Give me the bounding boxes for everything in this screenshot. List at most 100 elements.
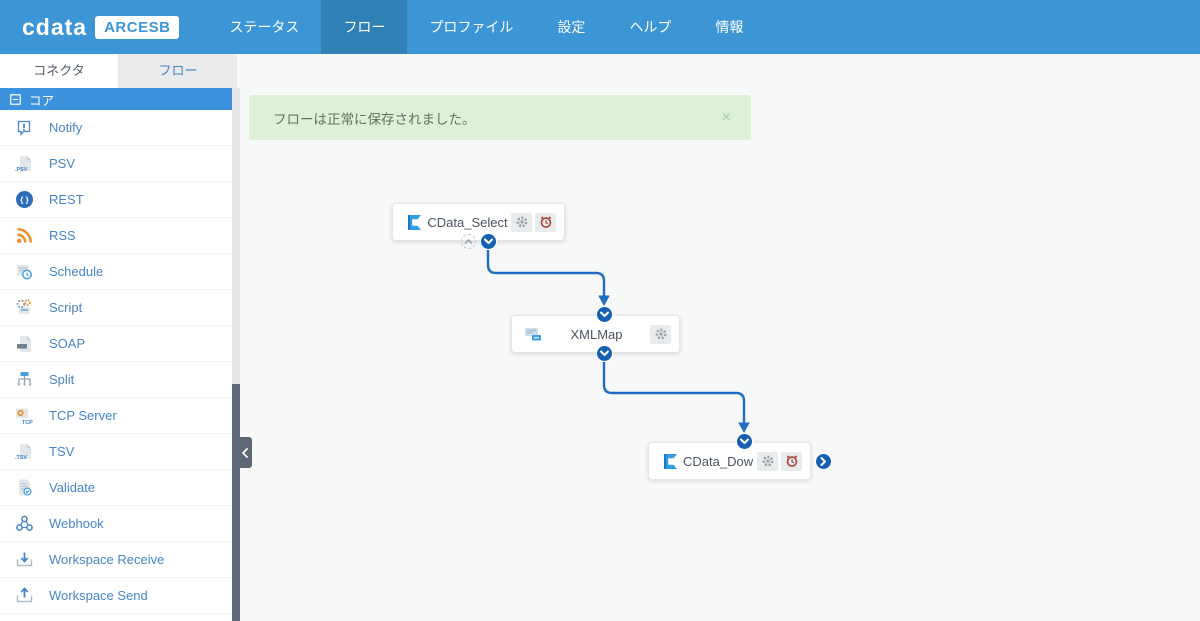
gear-icon xyxy=(762,455,773,467)
node-output-anchor-xmlmap[interactable] xyxy=(595,344,613,362)
chevron-down-icon xyxy=(483,238,493,244)
tab-connectors[interactable]: コネクタ xyxy=(0,54,119,88)
cdata-connector-icon xyxy=(405,212,427,232)
nav-item-about[interactable]: 情報 xyxy=(715,19,744,35)
connection-xmlmap-to-download xyxy=(602,362,746,424)
connector-label: Notify xyxy=(49,120,83,135)
connector-label: Webhook xyxy=(49,516,104,531)
node-schedule-button[interactable] xyxy=(535,212,556,232)
nav-item-help[interactable]: ヘルプ xyxy=(629,19,672,35)
cdata-logo: cdata xyxy=(22,13,88,40)
connector-item-validate[interactable]: Validate xyxy=(0,470,237,506)
node-settings-button[interactable] xyxy=(511,212,532,232)
node-input-anchor-download[interactable] xyxy=(735,432,753,450)
connector-label: REST xyxy=(49,192,84,207)
alarm-clock-icon xyxy=(786,455,797,467)
tab-flows[interactable]: フロー xyxy=(119,54,237,88)
flow-connections xyxy=(486,250,750,433)
connector-label: RSS xyxy=(49,228,76,243)
node-output-anchor-select[interactable] xyxy=(479,232,497,250)
section-header-core[interactable]: コア xyxy=(0,88,237,110)
alarm-clock-icon xyxy=(540,216,551,228)
svg-text:{ }: { } xyxy=(20,195,28,204)
flow-node-cdata-select[interactable]: CData_Select xyxy=(392,203,565,241)
connector-item-workspace-send[interactable]: Workspace Send xyxy=(0,578,237,614)
connector-list: Notify .PSV PSV { } REST xyxy=(0,110,237,614)
nav-item-settings[interactable]: 設定 xyxy=(557,19,586,35)
rss-icon xyxy=(14,226,34,246)
node-settings-button[interactable] xyxy=(650,324,671,344)
connector-item-script[interactable]: Script xyxy=(0,290,237,326)
svg-text:.TSV: .TSV xyxy=(15,455,27,461)
connector-label: Workspace Receive xyxy=(49,552,165,567)
alert-close-icon[interactable]: × xyxy=(721,108,731,126)
svg-text:TCP: TCP xyxy=(22,420,33,426)
connector-item-tsv[interactable]: .TSV TSV xyxy=(0,434,237,470)
connector-label: Script xyxy=(49,300,83,315)
flow-node-xmlmap[interactable]: XMLMap xyxy=(511,315,680,353)
connector-item-tcp-server[interactable]: TCP TCP Server xyxy=(0,398,237,434)
connection-arrowhead-1 xyxy=(598,295,610,306)
nav-item-profiles[interactable]: プロファイル xyxy=(429,19,514,35)
nav-item-flows[interactable]: フロー xyxy=(321,0,408,54)
node-label: XMLMap xyxy=(570,326,623,342)
sidebar-collapse-handle[interactable] xyxy=(237,437,252,468)
notify-icon xyxy=(14,118,34,138)
chevron-up-icon xyxy=(464,238,472,244)
app-logo[interactable]: cdata ARCESB xyxy=(22,13,180,41)
node-label: CData_Downl... xyxy=(683,453,754,469)
connector-label: Schedule xyxy=(49,264,104,279)
sidebar-scrollbar-track[interactable] xyxy=(232,88,240,621)
chevron-down-icon xyxy=(599,350,609,356)
node-label: CData_Select xyxy=(427,214,508,230)
save-success-alert: フローは正常に保存されました。 × xyxy=(249,95,751,140)
xmlmap-connector-icon xyxy=(524,324,546,344)
main-nav: ステータス フロー プロファイル 設定 ヘルプ 情報 xyxy=(207,0,765,54)
split-icon xyxy=(14,370,34,390)
flow-canvas[interactable]: フローは正常に保存されました。 × CData_Select xyxy=(240,54,1200,621)
node-schedule-button[interactable] xyxy=(781,451,802,471)
connector-item-rest[interactable]: { } REST xyxy=(0,182,237,218)
connection-arrowhead-2 xyxy=(738,422,750,433)
connector-label: TSV xyxy=(49,444,75,459)
chevron-down-icon xyxy=(739,438,749,444)
connection-select-to-xmlmap xyxy=(486,250,606,297)
validate-icon xyxy=(14,478,34,498)
sidebar-scrollbar-thumb[interactable] xyxy=(232,384,240,621)
connector-sidebar: コネクタ フロー コア Notify xyxy=(0,54,237,621)
chevron-left-icon xyxy=(241,447,248,458)
connector-label: PSV xyxy=(49,156,76,171)
connector-item-notify[interactable]: Notify xyxy=(0,110,237,146)
flow-node-cdata-download[interactable]: CData_Downl... xyxy=(648,442,811,480)
gear-icon xyxy=(655,328,666,340)
connector-item-psv[interactable]: .PSV PSV xyxy=(0,146,237,182)
alert-message: フローは正常に保存されました。 xyxy=(273,111,476,127)
script-icon xyxy=(14,298,34,318)
cdata-connector-icon xyxy=(661,451,683,471)
arcesb-badge: ARCESB xyxy=(95,15,180,39)
node-settings-button[interactable] xyxy=(757,451,778,471)
connector-item-split[interactable]: Split xyxy=(0,362,237,398)
webhook-icon xyxy=(14,514,34,534)
connector-item-soap[interactable]: SOAP xyxy=(0,326,237,362)
tsv-file-icon: .TSV xyxy=(14,442,34,462)
node-input-anchor-dashed[interactable] xyxy=(460,233,476,249)
top-navbar: cdata ARCESB ステータス フロー プロファイル 設定 ヘルプ 情報 xyxy=(0,0,1200,54)
connector-item-rss[interactable]: RSS xyxy=(0,218,237,254)
connector-label: Workspace Send xyxy=(49,588,148,603)
connector-label: SOAP xyxy=(49,336,86,351)
svg-text:.PSV: .PSV xyxy=(15,167,28,173)
chevron-right-icon xyxy=(820,456,826,466)
tcp-server-icon: TCP xyxy=(14,406,34,426)
gear-icon xyxy=(516,216,527,228)
sidebar-tabs: コネクタ フロー xyxy=(0,54,237,88)
nav-item-status[interactable]: ステータス xyxy=(229,19,300,35)
workspace-receive-icon xyxy=(14,550,34,570)
chevron-down-icon xyxy=(599,311,609,317)
connector-item-webhook[interactable]: Webhook xyxy=(0,506,237,542)
connector-item-workspace-receive[interactable]: Workspace Receive xyxy=(0,542,237,578)
node-output-anchor-download-right[interactable] xyxy=(814,452,832,470)
schedule-icon xyxy=(14,262,34,282)
connector-item-schedule[interactable]: Schedule xyxy=(0,254,237,290)
node-input-anchor-xmlmap[interactable] xyxy=(595,305,613,323)
